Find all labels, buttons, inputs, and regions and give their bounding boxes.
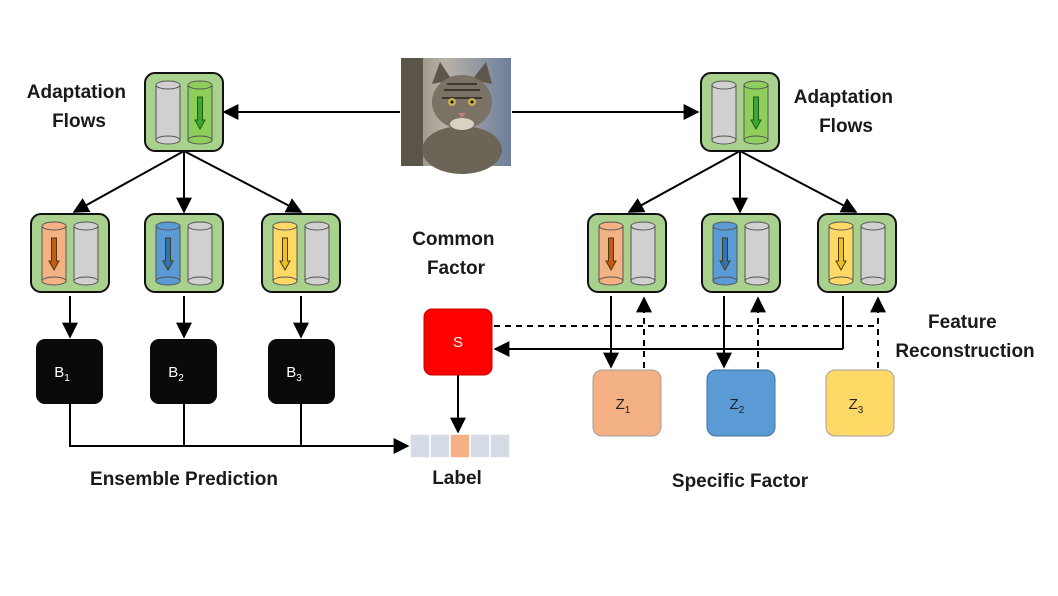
- flow-box-left-sub-2: [144, 213, 224, 293]
- flow-box-left-sub-3: [261, 213, 341, 293]
- flow-box-right-sub-1: [587, 213, 667, 293]
- caption-ensemble-prediction: Ensemble Prediction: [90, 469, 278, 490]
- caption-feature-reconstruction: Feature Reconstruction: [895, 312, 1034, 362]
- dashed-connectors: [494, 296, 886, 368]
- specific-box-z3: Z3: [825, 369, 895, 437]
- svg-text:Z3: Z3: [849, 396, 864, 416]
- label-vector: [409, 433, 511, 459]
- caption-adaptation-flows-left: Adaptation Flows: [27, 82, 132, 132]
- arrow-right-flow-to-sub1: [627, 150, 741, 213]
- caption-specific-factor: Specific Factor: [672, 471, 809, 492]
- svg-text:B1: B1: [54, 364, 70, 384]
- flow-box-right-sub-3: [817, 213, 897, 293]
- branch-box-3: B3: [268, 339, 335, 404]
- specific-box-z2: Z2: [706, 369, 776, 437]
- arrow-right-flow-to-sub3: [739, 150, 858, 213]
- branch-box-1: B1: [36, 339, 103, 404]
- connectors: [62, 104, 858, 454]
- flow-box-right-sub-2: [701, 213, 781, 293]
- arrow-left-flow-to-sub3: [183, 150, 303, 213]
- flow-box-left-sub-1: [30, 213, 110, 293]
- svg-text:B2: B2: [168, 364, 184, 384]
- arrow-left-flow-to-sub1: [72, 150, 185, 213]
- flow-box-right-top: [700, 72, 780, 152]
- caption-label: Label: [432, 468, 482, 489]
- svg-text:B3: B3: [286, 364, 302, 384]
- caption-common-factor: Common Factor: [412, 229, 500, 279]
- flow-boxes: [30, 72, 897, 293]
- specific-box-z1: Z1: [592, 369, 662, 437]
- shared-box-s: S: [423, 308, 493, 376]
- svg-text:Z2: Z2: [730, 396, 745, 416]
- caption-adaptation-flows-right: Adaptation Flows: [794, 87, 899, 137]
- cat-photo: [401, 58, 511, 174]
- ensemble-line: [69, 404, 410, 454]
- svg-text:S: S: [453, 334, 463, 351]
- svg-text:Z1: Z1: [616, 396, 631, 416]
- flow-box-left-top: [144, 72, 224, 152]
- branch-box-2: B2: [150, 339, 217, 404]
